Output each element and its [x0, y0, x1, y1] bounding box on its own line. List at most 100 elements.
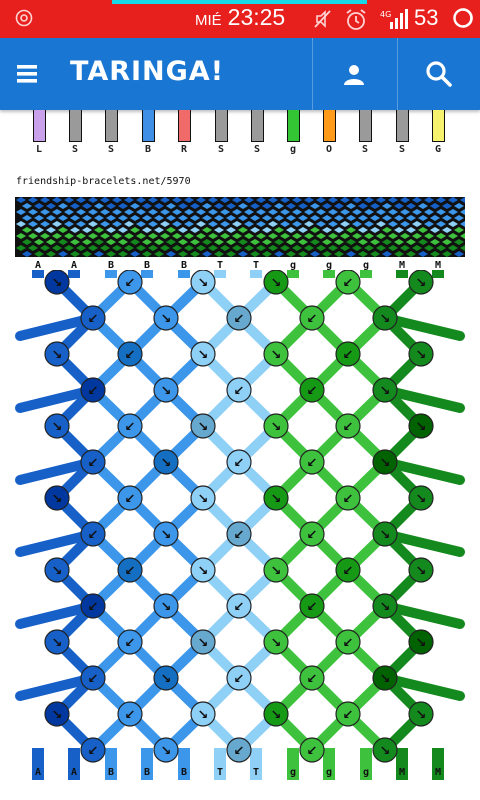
- svg-text:↘: ↘: [52, 348, 63, 363]
- site-logo[interactable]: TARINGA!: [70, 56, 225, 87]
- preview-knot: [322, 203, 332, 209]
- preview-knot: [274, 203, 284, 209]
- preview-knot: [352, 221, 362, 227]
- color-strip: [323, 110, 336, 142]
- preview-knot: [118, 227, 128, 233]
- svg-text:↙: ↙: [88, 456, 99, 471]
- preview-knot: [160, 245, 170, 251]
- svg-text:↙: ↙: [307, 384, 318, 399]
- svg-text:↙: ↙: [234, 456, 245, 471]
- mute-icon: [314, 10, 331, 28]
- svg-text:↙: ↙: [234, 600, 245, 615]
- svg-text:↙: ↙: [234, 312, 245, 327]
- preview-knot: [100, 221, 110, 227]
- preview-knot: [70, 215, 80, 221]
- svg-text:↘: ↘: [198, 492, 209, 507]
- thread-end: [287, 748, 299, 780]
- preview-knot: [430, 239, 440, 245]
- preview-knot: [316, 233, 326, 239]
- preview-knot: [220, 209, 230, 215]
- preview-knot: [424, 209, 434, 215]
- menu-icon[interactable]: [14, 60, 42, 88]
- string-letter: g: [325, 767, 333, 778]
- preview-knot: [112, 221, 122, 227]
- preview-knot: [28, 221, 38, 227]
- svg-text:↘: ↘: [416, 492, 427, 507]
- preview-knot: [244, 209, 254, 215]
- preview-knot: [232, 197, 242, 203]
- preview-knot: [82, 227, 92, 233]
- search-button[interactable]: [397, 38, 480, 110]
- preview-knot: [166, 203, 176, 209]
- knot: ↙: [117, 701, 143, 727]
- preview-knot: [130, 227, 140, 233]
- preview-knot: [94, 239, 104, 245]
- thread-end: [178, 270, 190, 278]
- preview-knot: [250, 215, 260, 221]
- svg-text:↘: ↘: [271, 276, 282, 291]
- knot: ↙: [299, 377, 325, 403]
- preview-knot: [328, 197, 338, 203]
- preview-knot: [286, 203, 296, 209]
- svg-text:↘: ↘: [271, 348, 282, 363]
- preview-knot: [52, 209, 62, 215]
- preview-knot: [400, 221, 410, 227]
- knot: ↘: [372, 665, 398, 691]
- preview-knot: [256, 197, 266, 203]
- knot: ↘: [408, 701, 434, 727]
- string-letter: T: [252, 767, 260, 778]
- preview-knot: [250, 203, 260, 209]
- preview-knot: [250, 227, 260, 233]
- preview-knot: [454, 203, 464, 209]
- preview-knot: [346, 227, 356, 233]
- knot: ↘: [263, 341, 289, 367]
- preview-knot: [178, 239, 188, 245]
- preview-knot: [52, 221, 62, 227]
- preview-knot: [142, 251, 152, 257]
- preview-knot: [172, 245, 182, 251]
- preview-knot: [370, 227, 380, 233]
- knot: ↙: [80, 737, 106, 763]
- preview-knot: [64, 209, 74, 215]
- pattern-source[interactable]: friendship-bracelets.net/5970: [16, 176, 191, 187]
- color-strip-label: S: [107, 144, 115, 155]
- preview-knot: [424, 233, 434, 239]
- preview-knot: [310, 215, 320, 221]
- svg-text:↙: ↙: [307, 312, 318, 327]
- preview-knot: [322, 251, 332, 257]
- preview-knot: [34, 227, 44, 233]
- preview-knot: [94, 203, 104, 209]
- knot: ↘: [153, 305, 179, 331]
- preview-knot: [22, 215, 32, 221]
- camera-lens-icon: [15, 9, 33, 27]
- preview-knot: [388, 197, 398, 203]
- preview-knot: [100, 209, 110, 215]
- preview-knot: [40, 197, 50, 203]
- header-divider: [312, 38, 313, 110]
- user-button[interactable]: [312, 38, 396, 110]
- preview-knot: [46, 239, 56, 245]
- preview-knot: [184, 233, 194, 239]
- preview-knot: [418, 203, 428, 209]
- knot: ↘: [372, 521, 398, 547]
- preview-knot: [226, 251, 236, 257]
- preview-knot: [430, 227, 440, 233]
- day-label: MIÉ: [195, 12, 222, 29]
- svg-text:↙: ↙: [234, 744, 245, 759]
- preview-knot: [310, 203, 320, 209]
- preview-knot: [334, 215, 344, 221]
- thread-end: [68, 748, 80, 780]
- preview-knot: [88, 209, 98, 215]
- color-strip-label: S: [217, 144, 225, 155]
- strand: [380, 313, 465, 341]
- svg-text:↙: ↙: [343, 492, 354, 507]
- preview-knot: [394, 239, 404, 245]
- knot: ↘: [408, 341, 434, 367]
- preview-knot: [298, 203, 308, 209]
- knot: ↘: [153, 449, 179, 475]
- knot: ↙: [226, 449, 252, 475]
- preview-knot: [208, 197, 218, 203]
- preview-knot: [340, 233, 350, 239]
- preview-knot: [376, 233, 386, 239]
